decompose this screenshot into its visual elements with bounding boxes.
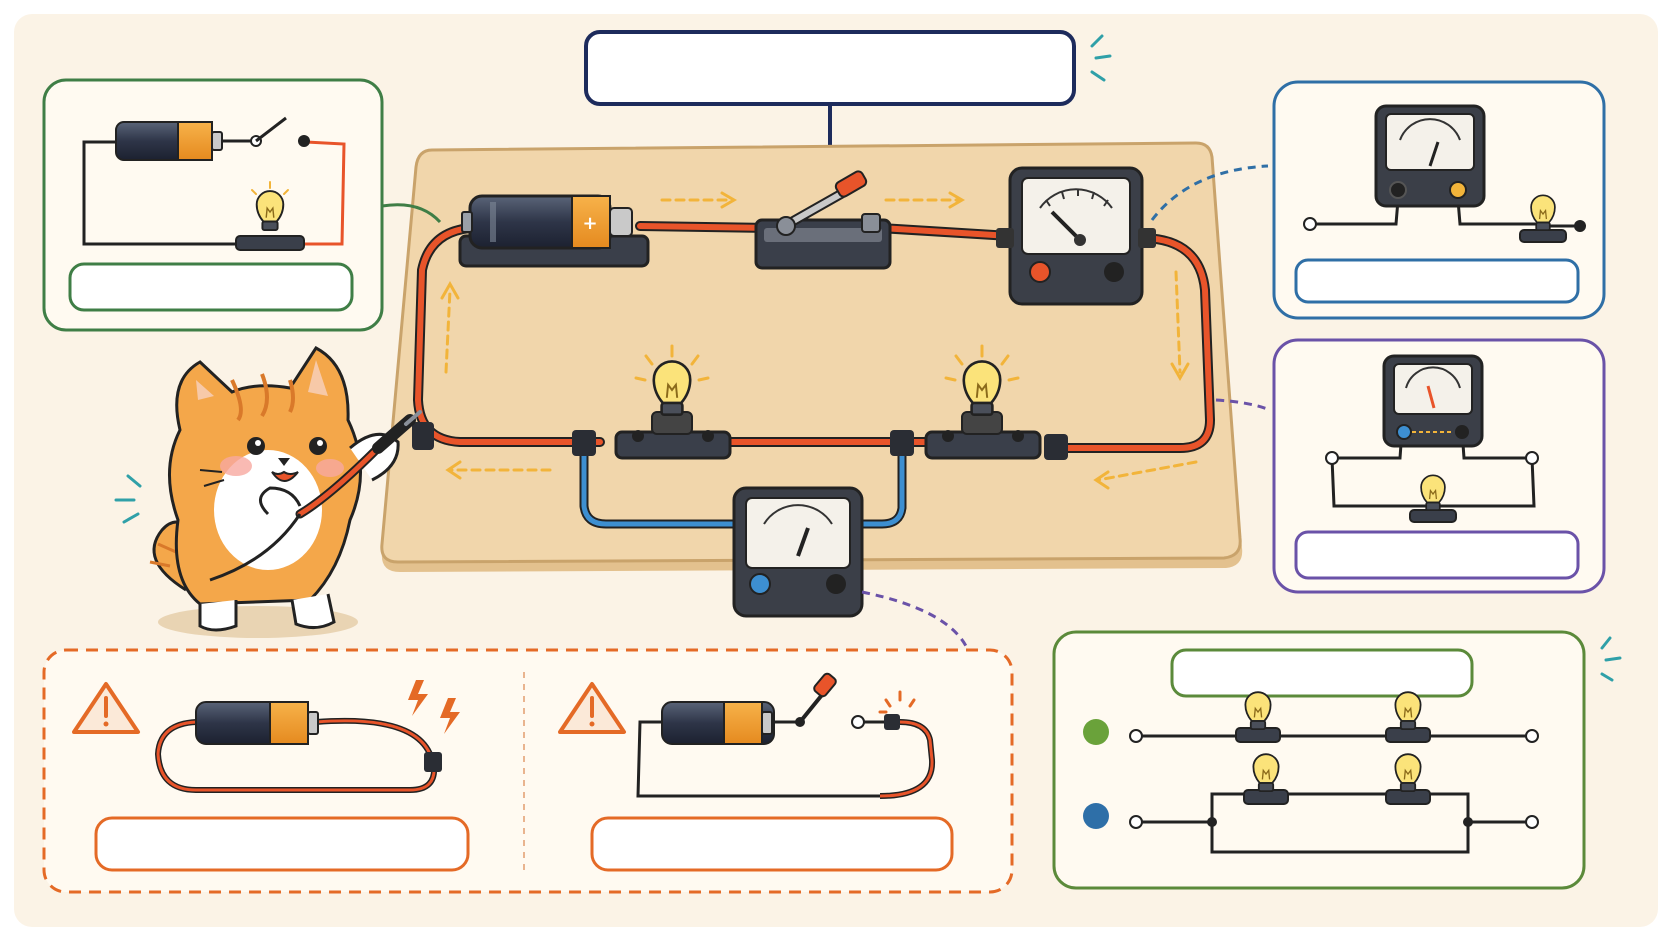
svg-text:+: + — [582, 213, 597, 234]
current-flow-arrows — [440, 191, 1198, 490]
voltmeter-connector — [861, 590, 970, 651]
simple-circuit-panel — [42, 78, 442, 332]
board-bulb-right — [924, 344, 1042, 460]
sparkle-icon — [1600, 636, 1622, 682]
parallel-dot — [1083, 803, 1109, 829]
motion-lines-icon — [114, 474, 142, 524]
main-battery: + — [458, 194, 650, 268]
series-dot — [1083, 719, 1109, 745]
main-voltmeter — [732, 486, 864, 618]
short-circuit-example — [72, 680, 470, 872]
title-box — [584, 30, 1112, 152]
voltmeter-panel — [1215, 338, 1606, 594]
ammeter-panel — [1150, 80, 1606, 320]
spark-icon — [878, 690, 916, 714]
voltmeter-wire — [579, 445, 907, 529]
sparkle-icon — [1090, 34, 1112, 82]
warning-panel — [42, 648, 1014, 894]
open-circuit-example — [558, 672, 954, 872]
lightning-icon — [408, 680, 460, 734]
comparison-panel — [1052, 630, 1622, 890]
board-bulb-left — [614, 344, 732, 460]
cat-mascot — [114, 346, 422, 638]
main-ammeter — [996, 166, 1156, 306]
main-switch — [754, 170, 892, 270]
wire-connectors — [412, 422, 1068, 460]
